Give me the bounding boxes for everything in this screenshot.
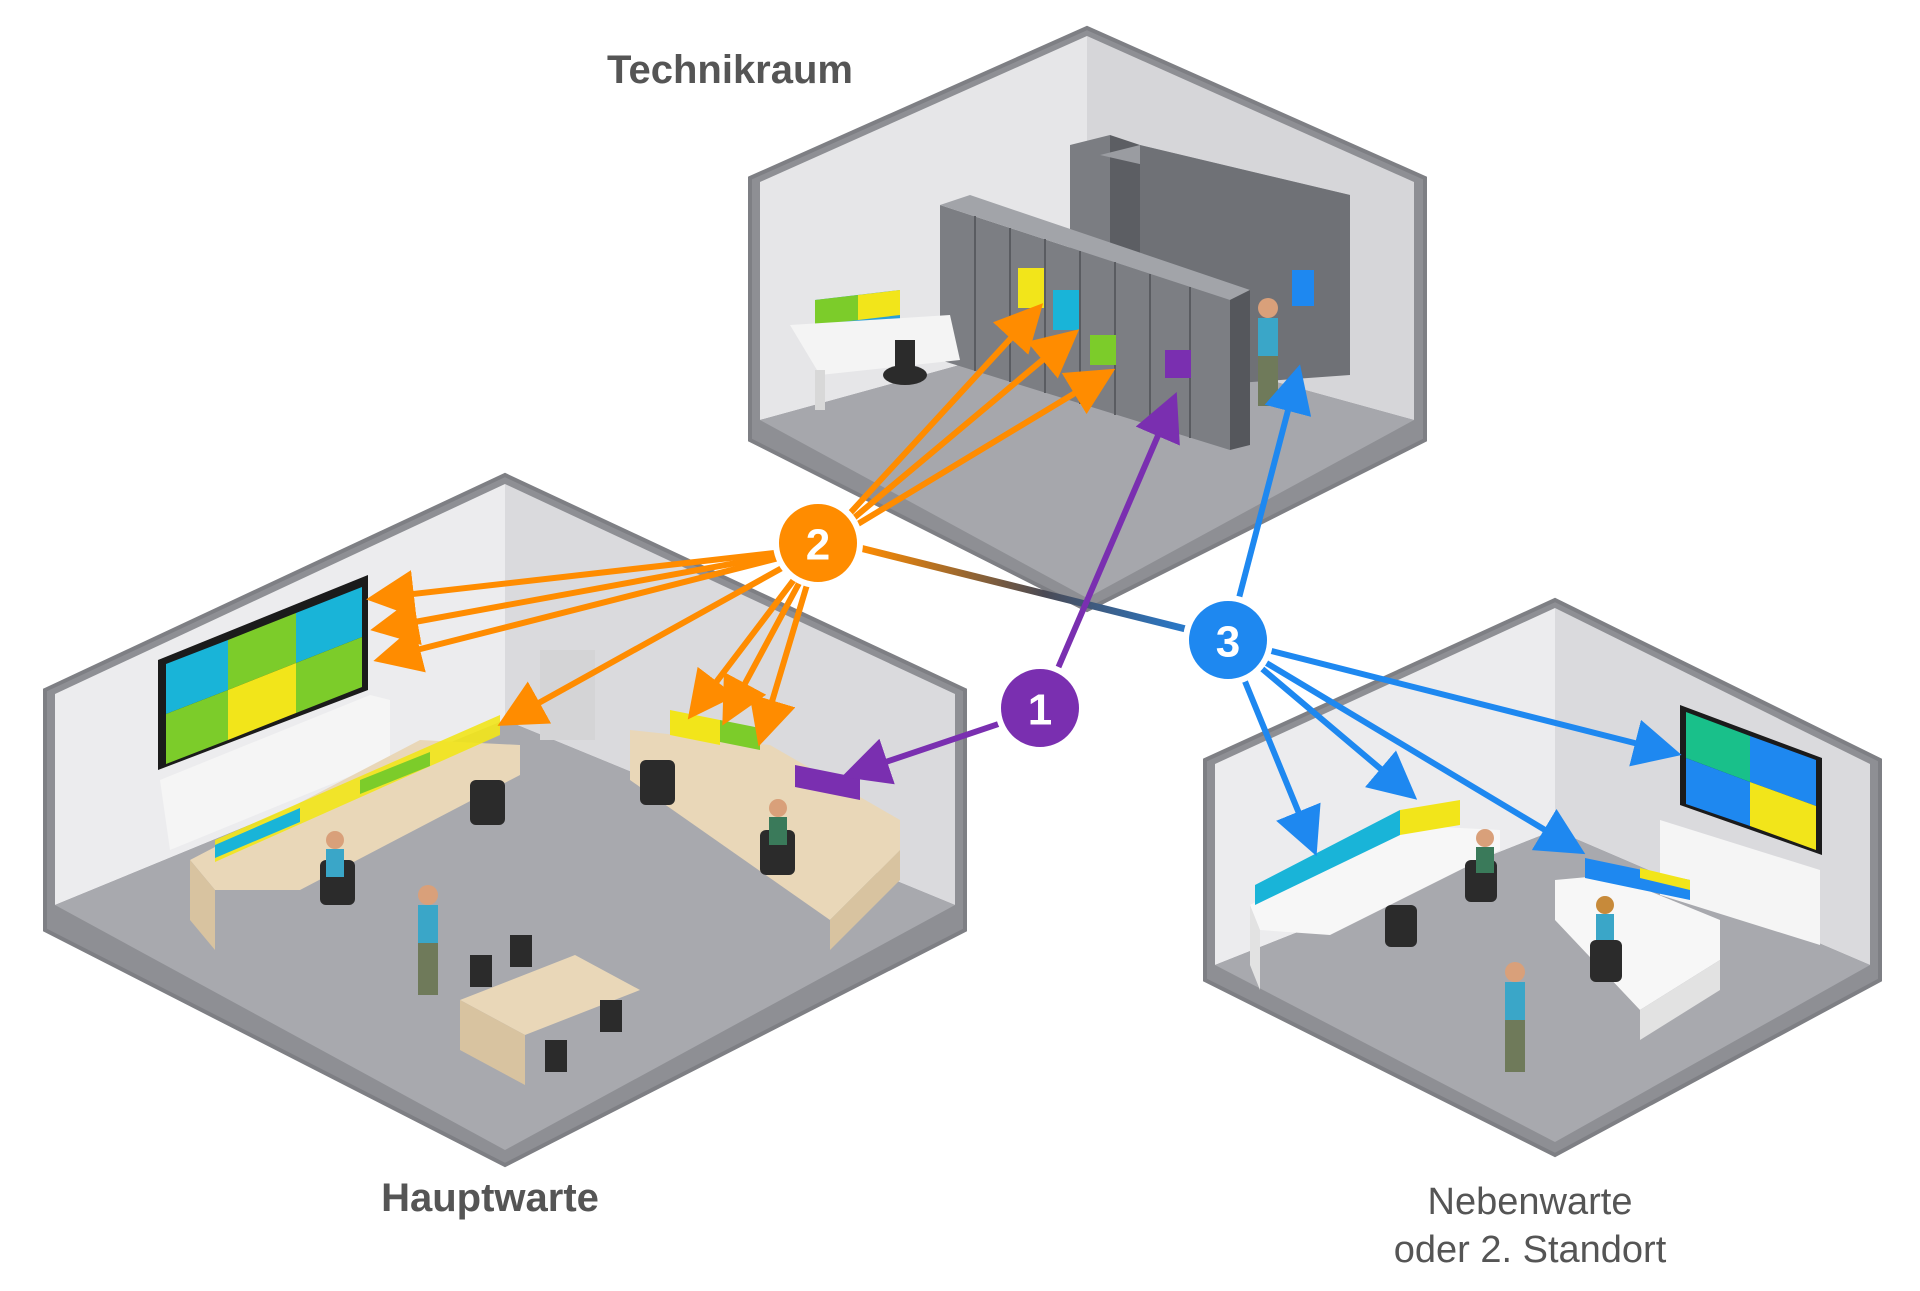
server-racks-front (940, 195, 1250, 450)
hauptwarte-persons (326, 799, 787, 995)
server-screen-purple (1165, 350, 1191, 378)
server-screen-cyan (1053, 290, 1079, 330)
server-screen-green (1090, 335, 1116, 365)
label-nebenwarte-line2: oder 2. Standort (1393, 1229, 1667, 1271)
server-screen-blue (1292, 270, 1314, 306)
badge-1-label: 1 (1028, 686, 1052, 735)
arrows-orange (366, 303, 1116, 747)
badge-2: 2 (773, 498, 863, 588)
label-nebenwarte-line1: Nebenwarte (1427, 1181, 1633, 1223)
hauptwarte-room (43, 472, 967, 1168)
server-screen-yellow (1018, 268, 1044, 308)
technikraum-person (1258, 298, 1278, 406)
label-nebenwarte: Nebenwarte oder 2. Standort (1330, 1178, 1730, 1274)
badge-3-label: 3 (1216, 618, 1240, 667)
technikraum-workstation (790, 290, 960, 410)
label-hauptwarte: Hauptwarte (381, 1176, 599, 1220)
nebenwarte-chairs (1385, 860, 1622, 982)
badge-2-label: 2 (806, 521, 830, 570)
badge-1: 1 (995, 663, 1085, 753)
hauptwarte-conference-table (460, 935, 640, 1085)
nebenwarte-persons (1476, 829, 1614, 1072)
hauptwarte-video-wall (158, 575, 368, 770)
nebenwarte-room (1203, 597, 1882, 1158)
badge-3: 3 (1183, 595, 1273, 685)
hauptwarte-desk-left (190, 715, 520, 950)
nebenwarte-video-wall (1680, 705, 1822, 855)
label-technikraum: Technikraum (607, 48, 853, 92)
nebenwarte-desks (1250, 800, 1720, 1040)
